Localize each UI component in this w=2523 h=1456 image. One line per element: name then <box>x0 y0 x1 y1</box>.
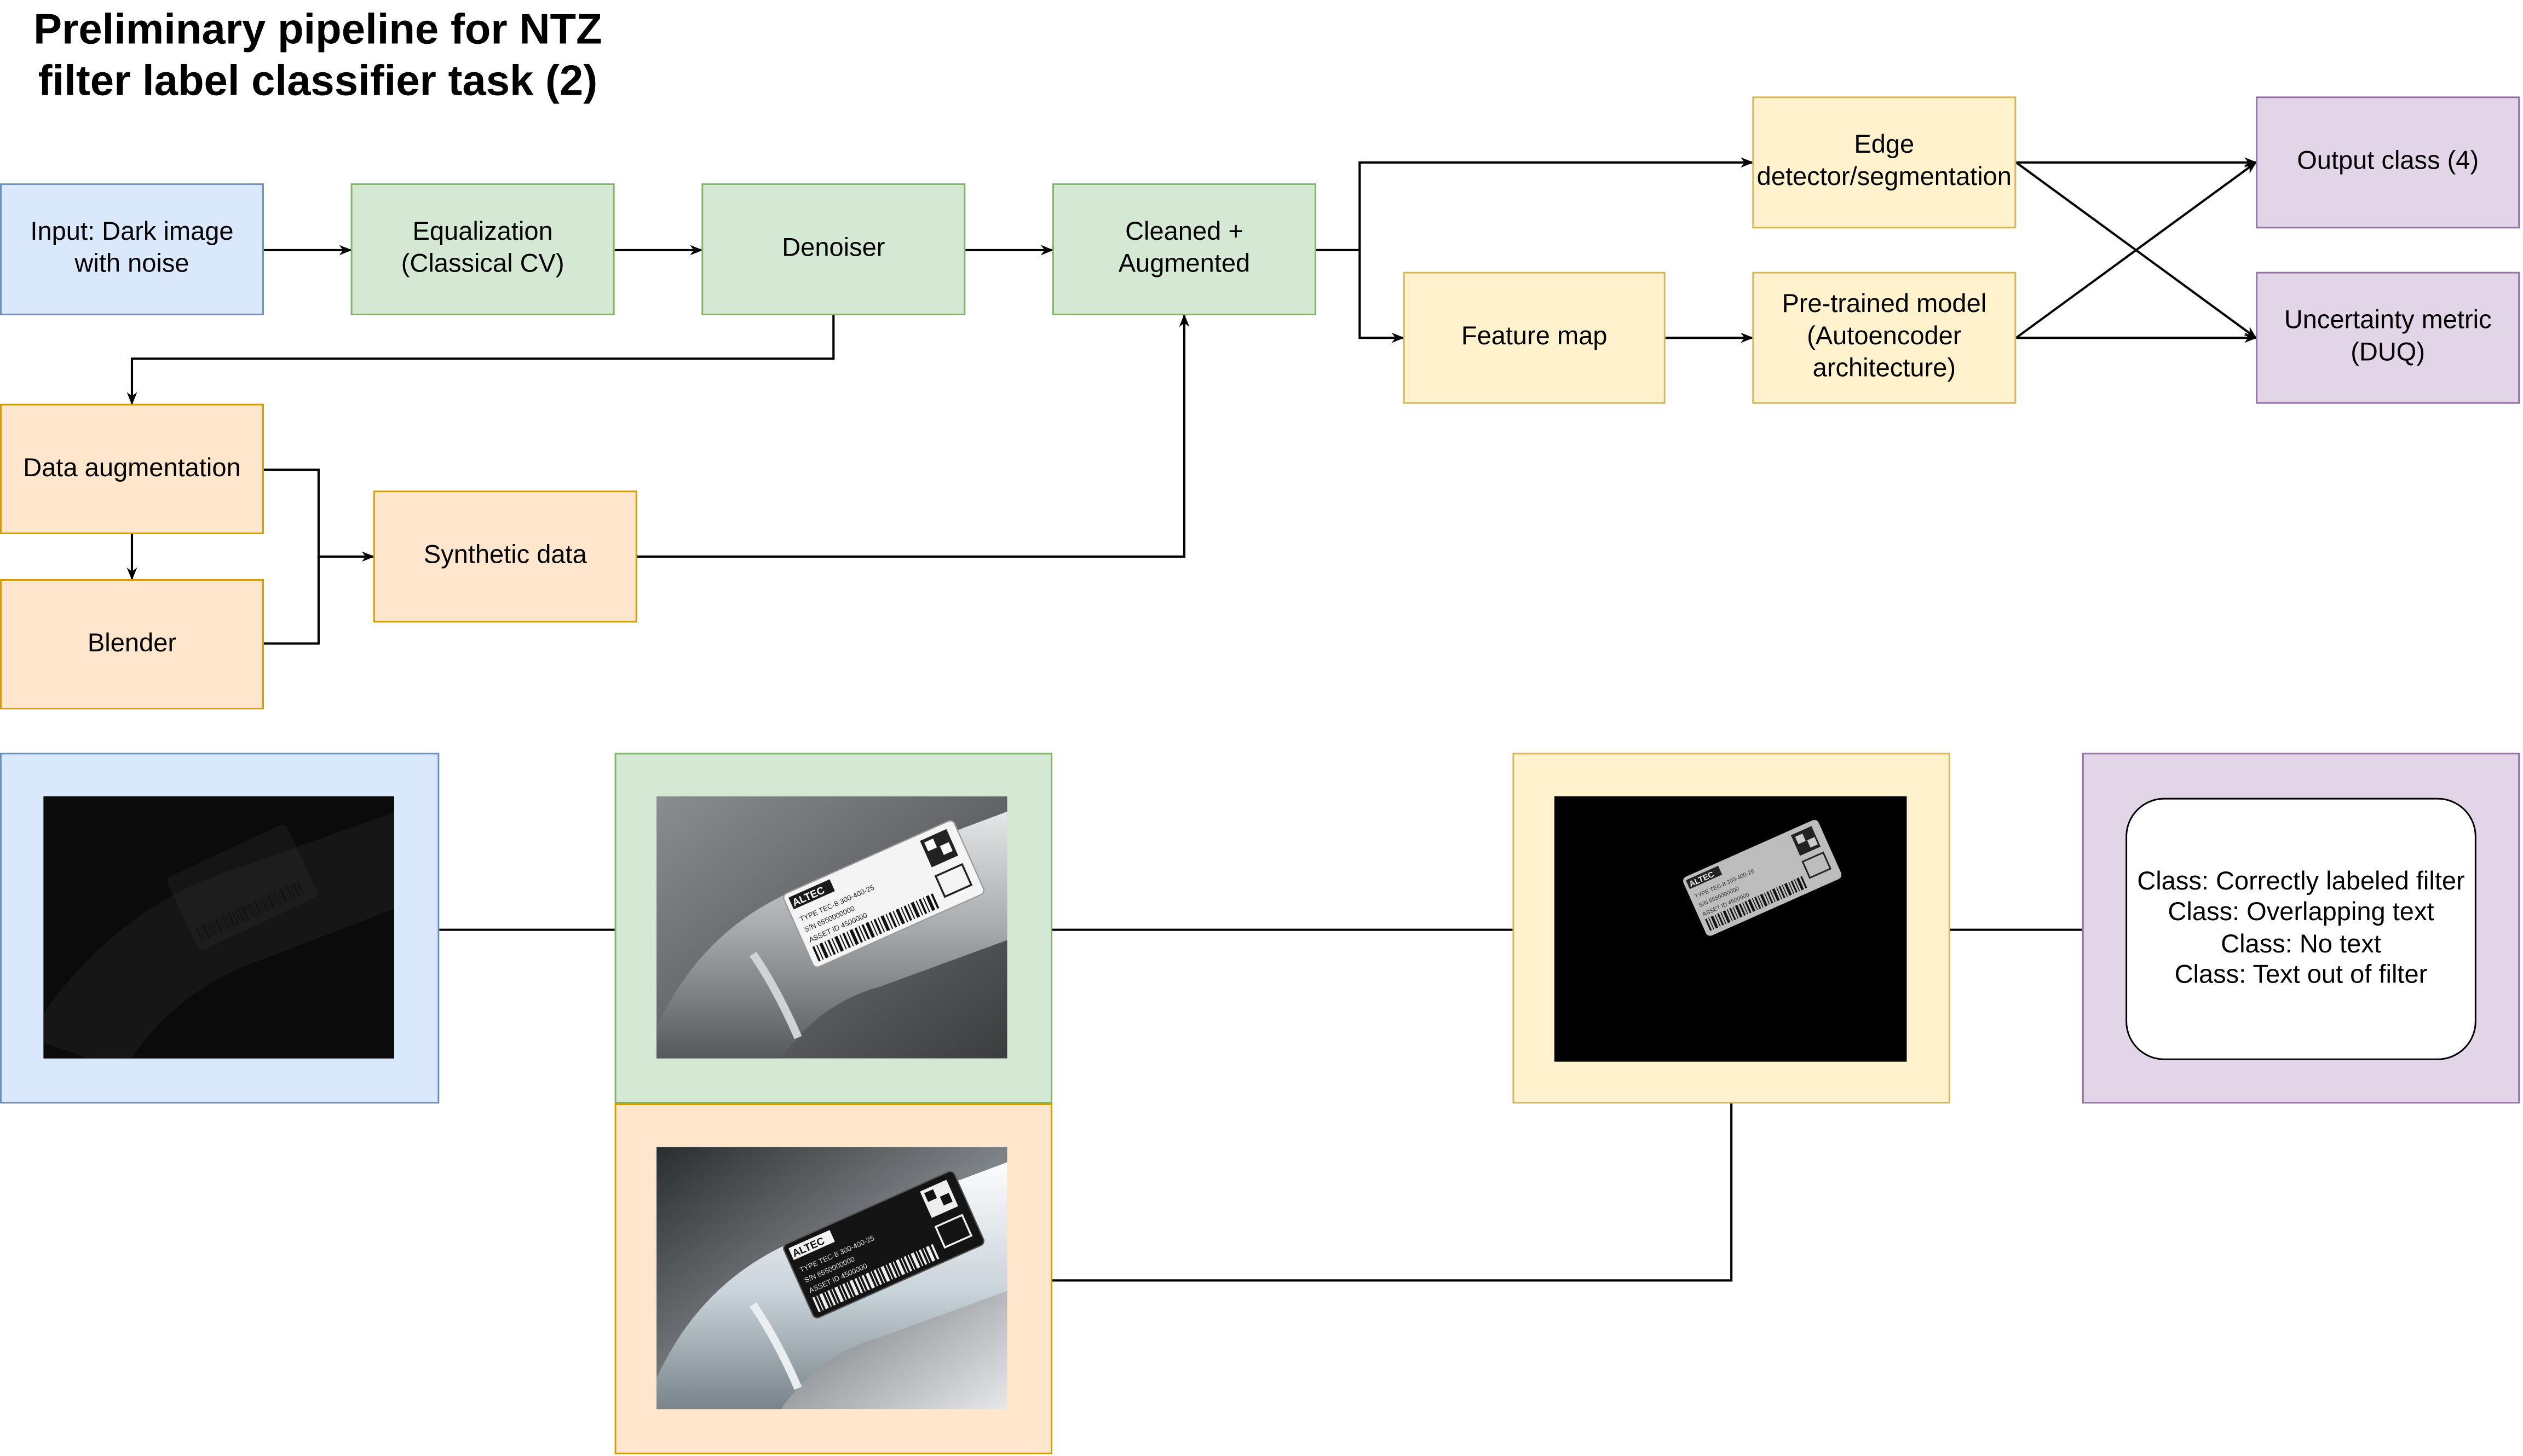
class-item: Class: No text <box>2221 931 2381 958</box>
arrow-cleaned-to-feature-map <box>1316 249 1404 343</box>
node-data-augmentation-label: Data augmentation <box>23 454 241 482</box>
photo-augmented-drawing: ALTEC TYPE TEC-8 300-400-25 S/N 65500000… <box>656 1147 1007 1409</box>
diagram-title: Preliminary pipeline for NTZ filter labe… <box>0 3 636 106</box>
node-synthetic-data: Synthetic data <box>373 490 637 623</box>
node-feature-map: Feature map <box>1403 271 1666 404</box>
class-item: Class: Text out of filter <box>2174 962 2428 990</box>
node-synthetic-data-label: Synthetic data <box>423 542 587 570</box>
arrow-augmented-photo-to-segmented-photo <box>1007 1060 1737 1282</box>
node-pretrained-line-1: Pre-trained model <box>1782 291 1987 319</box>
photo-dark-input-drawing <box>43 812 395 1059</box>
node-edge-line-2: detector/segmentation <box>1756 164 2012 192</box>
node-input: Input: Dark image with noise <box>0 183 264 316</box>
arrow-data-augmentation-to-synthetic <box>263 469 375 562</box>
node-pretrained-line-2: (Autoencoder <box>1807 323 1962 351</box>
node-cleaned-line-2: Augmented <box>1118 251 1251 279</box>
arrow-cleaned-to-edge <box>1316 157 1754 252</box>
node-input-line-2: with noise <box>74 251 189 279</box>
classes-list: Class: Correctly labeled filter Class: O… <box>2125 798 2476 1060</box>
node-uncertainty-metric: Uncertainty metric (DUQ) <box>2256 271 2520 404</box>
node-cleaned-line-1: Cleaned + <box>1125 218 1243 246</box>
node-denoiser-label: Denoiser <box>782 235 885 263</box>
node-output-class: Output class (4) <box>2256 96 2520 229</box>
node-input-line-1: Input: Dark image <box>30 218 234 246</box>
node-blender: Blender <box>0 579 264 710</box>
arrow-pretrained-to-output <box>2015 161 2257 339</box>
photo-dark-input <box>43 796 395 1059</box>
node-pretrained-line-3: architecture) <box>1812 355 1956 383</box>
node-uncertainty-line-1: Uncertainty metric <box>2284 307 2492 335</box>
node-equalization-line-2: (Classical CV) <box>401 251 564 279</box>
photo-augmented: ALTEC TYPE TEC-8 300-400-25 S/N 65500000… <box>656 1147 1007 1409</box>
node-blender-label: Blender <box>87 629 177 657</box>
arrow-synthetic-to-cleaned <box>637 314 1190 558</box>
node-pretrained-model: Pre-trained model (Autoencoder architectur… <box>1752 271 2017 404</box>
title-line-2: filter label classifier task (2) <box>38 56 598 105</box>
title-line-1: Preliminary pipeline for NTZ <box>33 4 602 53</box>
node-equalization: Equalization (Classical CV) <box>350 183 615 316</box>
node-output-class-label: Output class (4) <box>2297 148 2479 176</box>
node-denoiser: Denoiser <box>701 183 966 316</box>
arrow-denoiser-to-data-augmentation <box>126 315 835 405</box>
photo-equalized: ALTEC TYPE TEC-8 300-400-25 S/N 65500000… <box>656 796 1007 1059</box>
class-item: Class: Overlapping text <box>2168 899 2434 927</box>
photo-equalized-drawing: ALTEC TYPE TEC-8 300-400-25 S/N 65500000… <box>656 796 1007 1059</box>
arrow-blender-to-synthetic <box>263 556 320 645</box>
photo-segmented-drawing: ALTEC TYPE TEC-8 300-400-25 S/N 65500000… <box>1683 819 1842 936</box>
node-edge-line-1: Edge <box>1854 131 1915 159</box>
class-item: Class: Correctly labeled filter <box>2137 868 2465 895</box>
node-equalization-line-1: Equalization <box>412 218 553 246</box>
node-cleaned-augmented: Cleaned + Augmented <box>1052 183 1316 316</box>
node-feature-map-label: Feature map <box>1461 323 1608 351</box>
node-edge-detector: Edge detector/segmentation <box>1752 96 2017 229</box>
node-data-augmentation: Data augmentation <box>0 403 264 534</box>
photo-segmented: ALTEC TYPE TEC-8 300-400-25 S/N 65500000… <box>1554 796 1907 1062</box>
node-uncertainty-line-2: (DUQ) <box>2351 339 2426 367</box>
